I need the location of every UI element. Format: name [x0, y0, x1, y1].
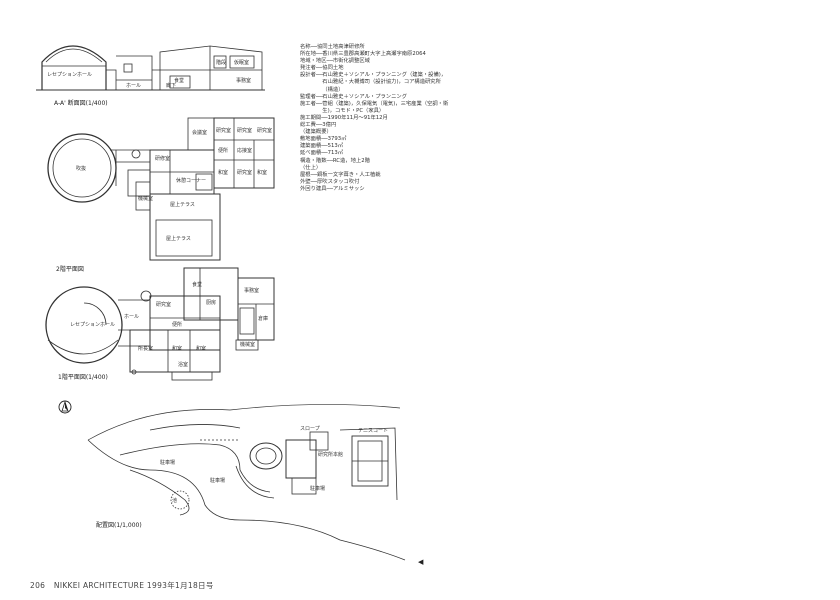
section-drawing	[36, 45, 265, 91]
section-label: 食堂	[174, 78, 185, 84]
floor1-label: ホール	[124, 314, 140, 320]
section-label: ホール	[126, 83, 142, 89]
floor2-label: 吹抜	[76, 166, 87, 172]
spec-row: 名称──協同土地高津研修所	[300, 44, 365, 50]
spec-row: （建築概要）	[300, 129, 332, 136]
spec-row: 施工者──菅組（建築)，久保電気（電気)，三宅産業（空調・衛生)，コモド・PC（…	[300, 100, 449, 114]
floor1-label: 和室	[196, 346, 207, 352]
spec-row: 外壁──厚吹スタッコ吹付	[300, 178, 360, 185]
spec-row: 地域・地区──市街化調整区域	[300, 58, 370, 65]
floor2-plan	[47, 117, 275, 261]
floor1-label: 食堂	[192, 282, 203, 288]
section-label: 仮眠室	[234, 60, 250, 66]
site-label: 池	[172, 498, 178, 504]
section-label: 階段	[216, 60, 227, 66]
floor1-label: 事務室	[244, 288, 260, 294]
spec-row: 屋根──銅板一文字葺き・人工植栽	[300, 171, 381, 178]
section-caption: A-A' 断面図(1/400)	[54, 100, 108, 107]
floor1-label: 和室	[172, 346, 183, 352]
section-label: レセプションホール	[47, 72, 93, 78]
floor2-label: 研究室	[237, 170, 253, 176]
spec-row: 設計者──石山雅史＋ソシアル・プランニング（建築・設備)，石山雅紀・大槻博司（設…	[300, 72, 447, 93]
floor2-label: 和室	[218, 170, 229, 176]
spec-row: 施工期間──1990年11月〜91年12月	[300, 114, 388, 121]
page-turn-triangle-icon: ◀	[418, 558, 424, 566]
site-label: スロープ	[300, 426, 320, 432]
floor1-label: 倉庫	[258, 316, 269, 322]
floor2-label: 屋上テラス	[170, 202, 195, 208]
floor2-label: 屋上テラス	[166, 236, 191, 242]
spec-row: 延べ面積──713㎡	[300, 150, 344, 157]
site-plan	[87, 404, 406, 561]
site-caption: 配置図(1/1,000)	[96, 522, 142, 529]
spec-row: 外回り建具──アルミサッシ	[300, 185, 365, 192]
floor2-label: 休憩コーナー	[176, 178, 207, 184]
floor2-caption: 2階平面図	[56, 266, 84, 273]
floor1-label: 研究室	[156, 302, 172, 308]
site-label: テニスコート	[358, 428, 389, 434]
floor2-label: 応接室	[237, 148, 253, 154]
page-footer: 206 NIKKEI ARCHITECTURE 1993年1月18日号	[30, 580, 214, 591]
floor2-label: 会議室	[192, 130, 208, 136]
spec-row: 総工費──3億円	[300, 122, 337, 129]
floor1-caption: 1階平面図(1/400)	[58, 374, 108, 381]
floor2-label: 研究室	[257, 128, 273, 134]
floor1-label: 浴室	[178, 362, 189, 368]
floor2-label: 便所	[218, 148, 229, 154]
site-label: 研究所本館	[318, 452, 344, 458]
site-label: 駐車場	[310, 486, 326, 492]
floor1-label: 便所	[172, 322, 183, 328]
site-label: 駐車場	[160, 460, 176, 466]
north-arrow-icon	[58, 400, 72, 414]
floor2-label: 和室	[257, 170, 268, 176]
spec-row: 建築面積──513㎡	[300, 143, 344, 150]
floor2-label: 研修室	[155, 156, 171, 162]
issue-date: 1993年1月18日号	[146, 581, 214, 590]
floor2-label: 研究室	[216, 128, 232, 134]
floor1-label: レセプションホール	[70, 322, 116, 328]
floor1-label: 機械室	[240, 342, 256, 348]
spec-row: 発注者──協同土地	[300, 65, 344, 72]
floor2-label: 研究室	[237, 128, 253, 134]
project-spec-list: 名称──協同土地高津研修所 所在地──香川県三豊郡高瀬町大字上高瀬字南原2064…	[300, 44, 450, 193]
magazine-name: NIKKEI ARCHITECTURE	[53, 581, 145, 590]
site-label: 駐車場	[210, 478, 226, 484]
floor2-label: 機械室	[138, 196, 154, 202]
floor1-label: 厨房	[206, 300, 217, 306]
floor1-label: 所長室	[138, 346, 154, 352]
section-label: 廊下	[166, 83, 177, 89]
spec-row: 構造・階数──RC造，地上2階	[300, 157, 370, 164]
spec-row: 敷地面積──3793㎡	[300, 136, 347, 143]
spec-row: 監理者──石山雅史＋ソシアル・プランニング	[300, 93, 407, 100]
floor1-plan	[45, 267, 275, 381]
page-number: 206	[30, 581, 46, 590]
spec-row: （仕上）	[300, 164, 322, 171]
spec-row: 所在地──香川県三豊郡高瀬町大字上高瀬字南原2064	[300, 51, 426, 58]
section-label: 事務室	[236, 78, 252, 84]
